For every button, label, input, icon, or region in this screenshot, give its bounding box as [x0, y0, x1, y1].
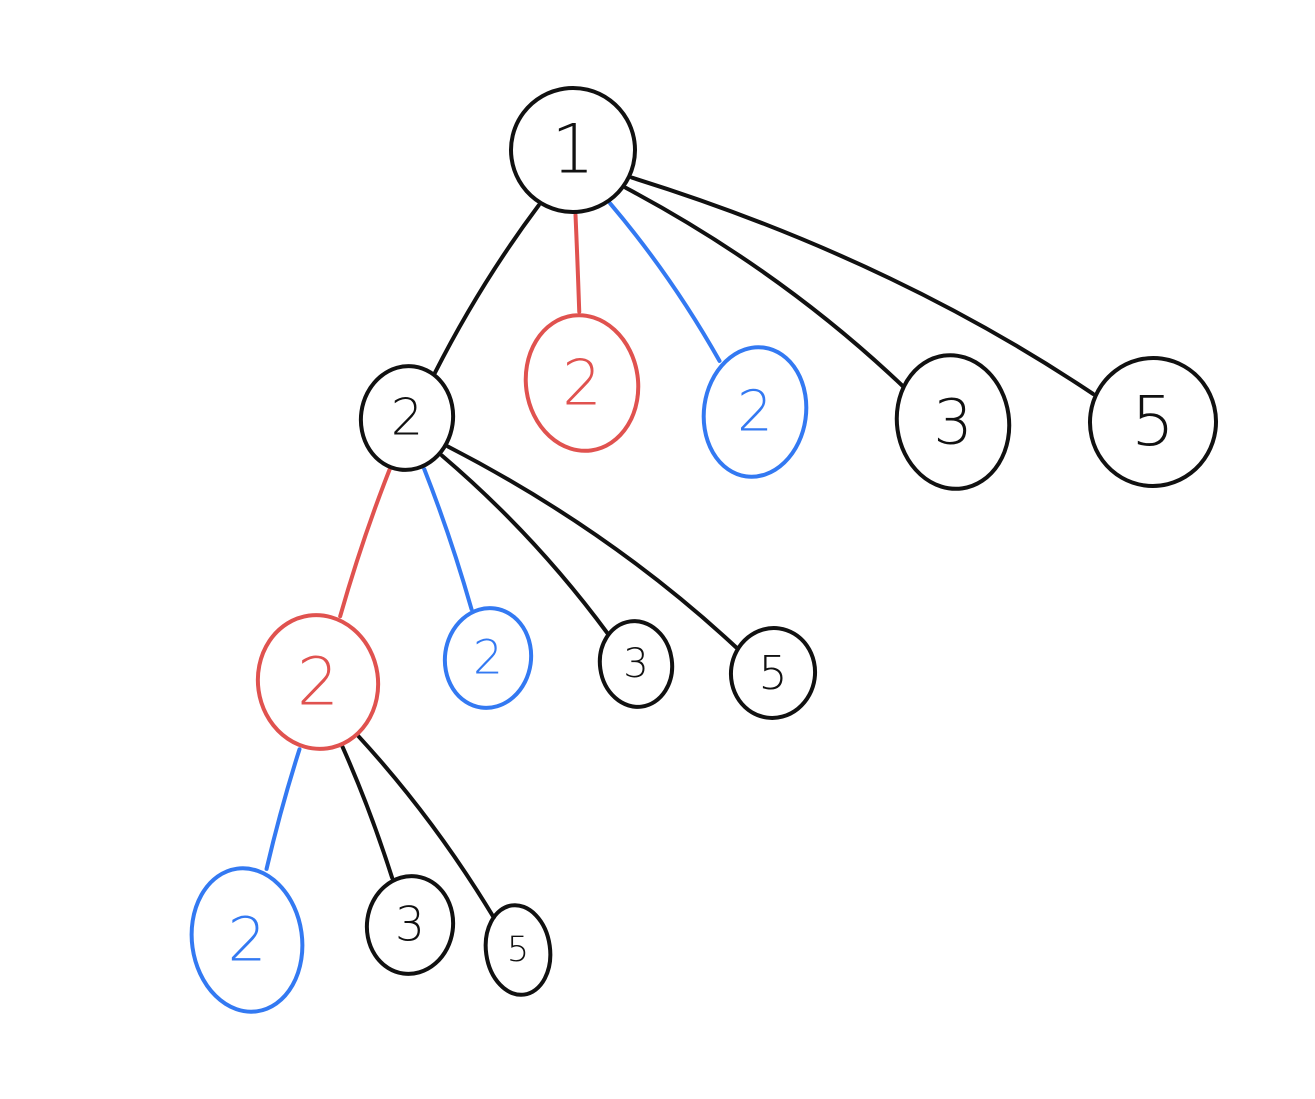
tree-node-n7: 2	[255, 613, 381, 751]
tree-node-n2: 2	[358, 364, 456, 472]
tree-node-n8: 2	[442, 606, 534, 710]
node-label: 2	[228, 905, 267, 976]
edges-layer	[264, 175, 1095, 920]
edge-n1-n5	[623, 185, 905, 388]
node-label: 2	[737, 380, 773, 445]
edge-n7-n12	[340, 744, 395, 880]
tree-node-n13: 5	[483, 903, 553, 997]
node-circle	[523, 313, 641, 453]
tree-node-n9: 3	[597, 619, 675, 709]
nodes-layer: 1 2 2 2 3 5 2 2 3 5 2 3 5	[189, 86, 1219, 1014]
edge-n1-n6	[629, 175, 1095, 396]
node-label: 3	[623, 641, 648, 687]
tree-node-n1: 1	[509, 86, 637, 214]
edge-n7-n11	[264, 747, 302, 871]
node-circle	[1087, 356, 1219, 488]
edge-n1-n3	[573, 213, 582, 314]
node-circle	[597, 619, 675, 709]
node-circle	[255, 613, 381, 751]
node-label: 2	[297, 644, 339, 721]
tree-node-n5: 3	[894, 353, 1012, 491]
edge-n2-n8	[422, 467, 474, 612]
node-circle	[701, 345, 809, 479]
tree-node-n3: 2	[523, 313, 641, 453]
node-circle	[894, 353, 1012, 491]
tree-node-n10: 5	[728, 626, 818, 720]
edge-n1-n4	[608, 201, 722, 363]
node-label: 3	[395, 898, 425, 953]
edge-n7-n13	[356, 734, 496, 920]
edge-n1-n2	[432, 203, 541, 376]
edge-n2-n10	[446, 444, 739, 650]
node-label: 5	[758, 646, 787, 700]
node-label: 2	[391, 389, 423, 448]
node-label: 5	[507, 930, 529, 970]
node-circle	[358, 364, 456, 472]
node-circle	[189, 866, 305, 1014]
node-circle	[509, 86, 637, 214]
node-label: 5	[1131, 382, 1175, 462]
tree-node-n12: 3	[364, 874, 456, 976]
node-circle	[728, 626, 818, 720]
node-circle	[483, 903, 553, 997]
tree-node-n6: 5	[1087, 356, 1219, 488]
node-circle	[364, 874, 456, 976]
tree-node-n11: 2	[189, 866, 305, 1014]
edge-n2-n9	[440, 453, 610, 636]
node-label: 2	[473, 631, 503, 686]
edge-n2-n7	[338, 467, 392, 619]
tree-node-n4: 2	[701, 345, 809, 479]
node-label: 1	[551, 111, 594, 190]
node-label: 2	[562, 347, 601, 420]
node-circle	[442, 606, 534, 710]
node-label: 3	[933, 386, 972, 459]
